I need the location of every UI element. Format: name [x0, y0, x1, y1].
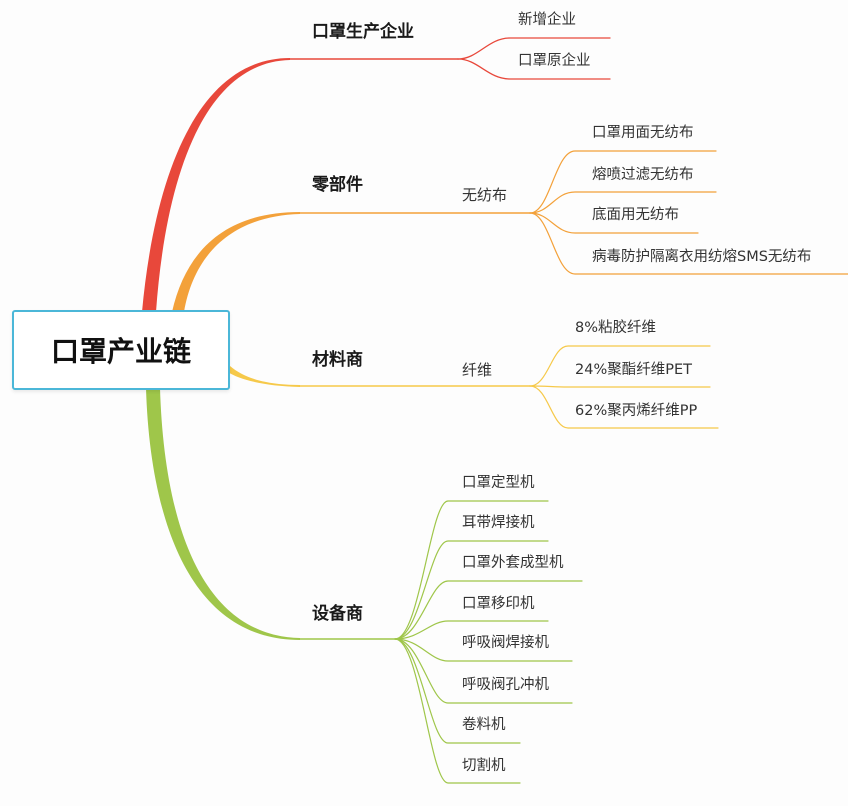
leaf-base-nonwoven[interactable]: 底面用无纺布 [592, 207, 679, 223]
leaf-coil-machine[interactable]: 卷料机 [462, 717, 506, 733]
branch-components[interactable]: 零部件 [312, 175, 363, 195]
branch-equipment[interactable]: 设备商 [312, 604, 363, 624]
leaf-existing-enterprises[interactable]: 口罩原企业 [518, 53, 591, 69]
connector-root-equipment [146, 388, 300, 640]
leaf-pp-fiber[interactable]: 62%聚丙烯纤维PP [575, 403, 698, 419]
branch-manufacturers[interactable]: 口罩生产企业 [312, 22, 414, 42]
leaf-new-enterprises[interactable]: 新增企业 [518, 12, 576, 28]
connector-leaf-nonwoven-2 [529, 212, 699, 234]
leaf-viscose-fiber[interactable]: 8%粘胶纤维 [575, 320, 657, 336]
leaf-valve-punch[interactable]: 呼吸阀孔冲机 [462, 677, 549, 693]
root-label: 口罩产业链 [50, 335, 191, 368]
connector-leaf-equipment-4 [394, 638, 573, 662]
connector-root-manufacturers [142, 58, 290, 312]
connector-leaf-equipment-2 [394, 580, 583, 640]
connector-leaf-new [457, 37, 611, 60]
connector-leaf-equipment-7 [394, 638, 521, 784]
connector-leaf-fiber-0 [529, 345, 711, 387]
connector-leaf-equipment-3 [394, 620, 549, 640]
leaf-outer-forming-machine[interactable]: 口罩外套成型机 [462, 555, 564, 571]
connector-leaf-existing [457, 58, 611, 80]
sub-nonwoven[interactable]: 无纺布 [462, 186, 508, 204]
sub-fiber[interactable]: 纤维 [462, 361, 493, 379]
leaf-cutting-machine[interactable]: 切割机 [462, 758, 506, 774]
leaf-pad-printer[interactable]: 口罩移印机 [462, 596, 535, 612]
root-node[interactable]: 口罩产业链 [12, 310, 230, 390]
connector-leaf-nonwoven-1 [529, 191, 717, 214]
connector-root-components [172, 212, 300, 312]
leaf-sms-nonwoven[interactable]: 病毒防护隔离衣用纺熔SMS无纺布 [592, 249, 812, 265]
connector-leaf-equipment-5 [394, 638, 573, 704]
connector-leaf-nonwoven-0 [529, 150, 717, 214]
connector-root-materials [228, 366, 300, 387]
leaf-valve-welder[interactable]: 呼吸阀焊接机 [462, 635, 549, 651]
connector-leaf-equipment-0 [394, 500, 549, 640]
connector-leaf-fiber-1 [529, 385, 711, 388]
connector-leaf-equipment-1 [394, 540, 549, 640]
branch-materials[interactable]: 材料商 [312, 350, 363, 370]
leaf-pet-fiber[interactable]: 24%聚酯纤维PET [575, 362, 692, 378]
connector-leaf-fiber-2 [529, 385, 719, 429]
leaf-outer-nonwoven[interactable]: 口罩用面无纺布 [592, 125, 694, 141]
leaf-shaping-machine[interactable]: 口罩定型机 [462, 475, 535, 491]
leaf-meltblown-nonwoven[interactable]: 熔喷过滤无纺布 [592, 167, 694, 183]
connector-leaf-equipment-6 [394, 638, 521, 744]
leaf-earloop-welder[interactable]: 耳带焊接机 [462, 515, 535, 531]
connector-leaf-nonwoven-3 [529, 212, 848, 275]
